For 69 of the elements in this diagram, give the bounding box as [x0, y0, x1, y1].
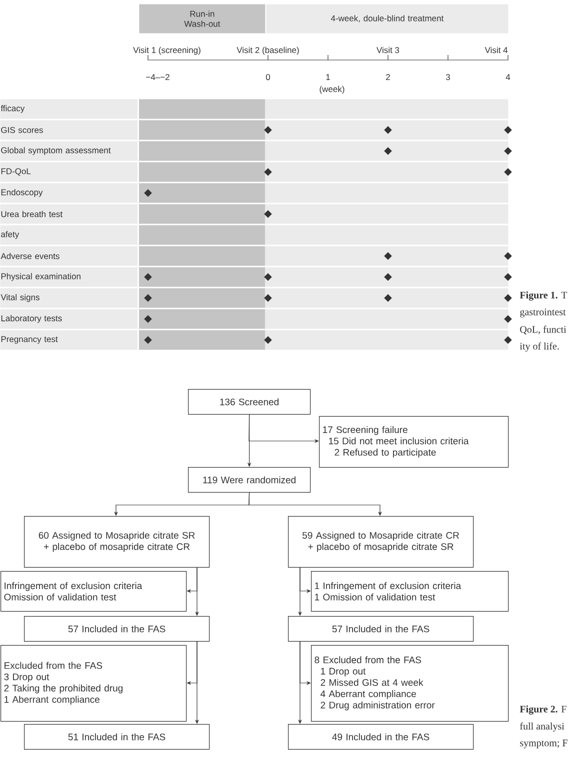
schedule-row: GIS scores [0, 120, 508, 140]
flow-box: Excluded from the FAS 3 Drop out 2 Taking the prohibited drug 1 Aberrant compliance [0, 645, 187, 722]
diamond-mark [504, 126, 512, 134]
flow-box: 119 Were randomized [188, 467, 311, 493]
caption-text: Figure 1. T [520, 291, 568, 301]
flow-box: 57 Included in the FAS [24, 616, 210, 642]
diamond-mark [384, 126, 392, 134]
diamond-mark [384, 294, 392, 302]
diamond-mark [264, 210, 272, 218]
diamond-mark [504, 336, 512, 344]
schedule-row: Urea breath test [0, 204, 508, 224]
diamond-mark [504, 273, 512, 281]
diamond-mark [504, 252, 512, 260]
diamond-mark [144, 336, 152, 344]
flow-box: 8 Excluded from the FAS 1 Drop out 2 Missed GIS at 4 week 4 Aberrant compliance 2 Drug administration error [311, 645, 509, 722]
diamond-mark [144, 294, 152, 302]
caption-text: Figure 2. F [520, 705, 566, 715]
phase-header: Run-in Wash-out [139, 4, 266, 34]
diamond-mark [504, 147, 512, 155]
schedule-row: Endoscopy [0, 183, 508, 203]
flow-box: 136 Screened [188, 389, 311, 415]
caption-text: gastrointest [520, 308, 566, 318]
visit-label: Visit 3 [376, 46, 400, 54]
diamond-mark [144, 273, 152, 281]
schedule-row: Global symptom assessment [0, 141, 508, 161]
schedule-row: Physical examination [0, 267, 508, 287]
phase-header: 4-week, doule-blind treatment [266, 4, 508, 34]
flow-box: 60 Assigned to Mosapride citrate SR + placebo of mosapride citrate CR [24, 516, 210, 568]
caption-text: symptom; F [520, 740, 568, 748]
tick-label: 2 [386, 74, 390, 80]
diamond-mark [504, 294, 512, 302]
flow-box: 17 Screening failure 15 Did not meet inclusion criteria 2 Refused to participate [319, 416, 509, 468]
schedule-row: Laboratory tests [0, 309, 508, 329]
schedule-row: Pregnancy test [0, 330, 508, 350]
diamond-mark [504, 168, 512, 176]
diamond-mark [144, 189, 152, 197]
diamond-mark [384, 273, 392, 281]
diamond-mark [264, 126, 272, 134]
flow-box: Infringement of exclusion criteria Omission of validation test [0, 571, 187, 612]
caption-text: ity of life. [520, 342, 559, 352]
diamond-mark [384, 147, 392, 155]
schedule-row: fficacy [0, 99, 508, 119]
caption-text: QoL, functi [520, 326, 566, 334]
visit-label: Visit 4 [484, 46, 508, 54]
flow-box: 51 Included in the FAS [24, 724, 210, 750]
tick-label: −4–−2 [146, 74, 170, 80]
diamond-mark [504, 315, 512, 323]
visit-label: Visit 2 (baseline) [236, 46, 299, 55]
flow-box: 1 Infringement of exclusion criteria 1 Omission of validation test [311, 571, 509, 612]
flow-box: 59 Assigned to Mosapride citrate CR + placebo of mosapride citrate SR [288, 516, 474, 568]
diamond-mark [144, 315, 152, 323]
flow-box: 57 Included in the FAS [288, 616, 474, 642]
arrow [248, 492, 382, 516]
flow-box: 49 Included in the FAS [288, 724, 474, 750]
schedule-row: Adverse events [0, 246, 508, 266]
diamond-mark [264, 294, 272, 302]
tick-label: 1 [326, 74, 330, 80]
diamond-mark [264, 273, 272, 281]
diamond-mark [264, 168, 272, 176]
tick-label: 0 [266, 74, 270, 80]
schedule-row: afety [0, 225, 508, 245]
caption-text: full analysi [520, 722, 564, 732]
schedule-row: FD-QoL [0, 162, 508, 182]
schedule-row: Vital signs [0, 288, 508, 308]
diamond-mark [384, 252, 392, 260]
tick-label: 3 [446, 74, 450, 80]
tick-label: 4 [506, 74, 510, 80]
diamond-mark [264, 336, 272, 344]
visit-label: Visit 1 (screening) [133, 46, 200, 55]
